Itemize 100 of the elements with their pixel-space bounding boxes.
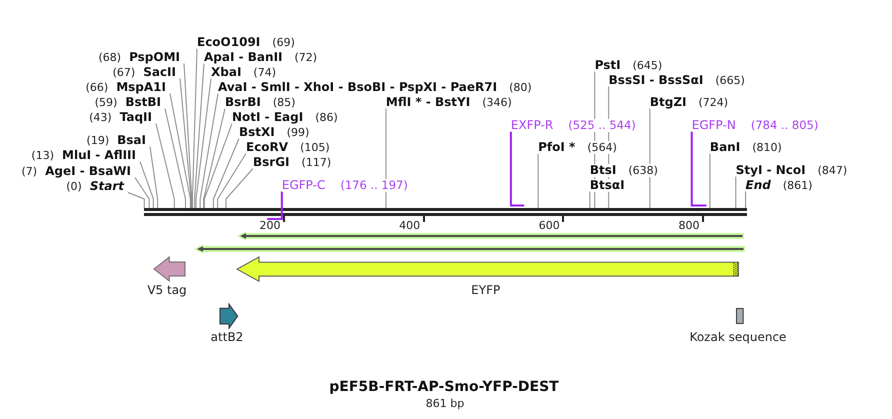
leader-line: [134, 177, 150, 208]
enzyme-name: BssSI - BssSαI: [608, 74, 704, 86]
site-position: (117): [302, 156, 332, 168]
leader-line: [649, 108, 650, 208]
enzyme-name: AvaI - SmlI - XhoI - BsoBI - PspXI - PaeR7I: [218, 80, 498, 94]
enzyme-name: BtgZI: [650, 96, 686, 108]
site-position: (69): [272, 36, 295, 48]
primer-name: EGFP-C: [282, 178, 326, 192]
primer-range: (176 .. 197): [340, 178, 408, 192]
feature-label: attB2: [210, 330, 244, 344]
primer-bracket: [690, 132, 706, 206]
ruler-label: 400: [399, 220, 420, 232]
ruler-label: 800: [678, 220, 700, 232]
map-title: pEF5B-FRT-AP-Smo-YFP-DEST: [329, 379, 559, 396]
enzyme-name: ApaI - BanII: [204, 50, 282, 64]
leader-line: [745, 191, 746, 208]
enzyme-name: TaqII: [120, 110, 152, 124]
feature-label: Kozak sequence: [690, 330, 786, 344]
ruler-label: 600: [538, 220, 560, 232]
site-position: (59): [94, 96, 118, 108]
enzyme-name: BtsαI: [590, 178, 625, 192]
leader-line: [200, 93, 218, 208]
enzyme-name: EcoO109I: [197, 36, 260, 48]
site-position: (19): [86, 134, 110, 146]
leader-line: [735, 176, 736, 208]
enzyme-name: BsrGI: [253, 156, 290, 168]
leader-line: [194, 63, 204, 208]
site-position: (564): [587, 140, 617, 154]
enzyme-name: StyI - NcoI: [736, 164, 806, 176]
sequence-length: 861 bp: [426, 397, 464, 410]
enzyme-name: MflI * - BstYI: [386, 96, 470, 108]
enzyme-name: BsrBI: [225, 96, 261, 108]
site-position: (0): [66, 180, 82, 192]
enzyme-name: PstI: [594, 58, 621, 72]
primer-bracket: [267, 192, 283, 220]
leader-line: [203, 108, 226, 208]
sequence-backbone: [144, 208, 747, 216]
site-position: (68): [98, 50, 122, 64]
leader-line: [195, 78, 212, 208]
leader-line: [170, 93, 191, 208]
feature-block: [736, 308, 744, 324]
leader-line: [538, 153, 539, 208]
site-position: (66): [86, 80, 108, 94]
site-position: (43): [89, 110, 112, 124]
site-position: (638): [628, 164, 658, 176]
primer-range: (525 .. 544): [568, 118, 636, 132]
leader-line: [709, 153, 710, 208]
terminus-label: End: [746, 178, 771, 192]
primer-name: EGFP-N: [692, 118, 736, 132]
leader-line: [184, 63, 192, 208]
feature-label: EYFP: [471, 283, 500, 297]
site-position: (665): [715, 74, 745, 86]
enzyme-name: MluI - AflIII: [62, 148, 136, 162]
site-position: (99): [286, 126, 310, 138]
site-position: (861): [782, 178, 812, 192]
feature-arrow: [237, 256, 739, 281]
primer-name: EXFP-R: [510, 118, 554, 132]
site-position: (86): [315, 110, 338, 124]
feature-label: V5 tag: [147, 283, 187, 297]
leader-line: [226, 168, 254, 208]
leader-line: [589, 191, 590, 208]
leader-line: [217, 153, 246, 208]
terminus-label: Start: [90, 180, 124, 192]
leader-line: [204, 123, 232, 208]
site-position: (67): [112, 66, 136, 78]
site-position: (810): [752, 140, 782, 154]
ruler-label: 200: [259, 220, 280, 232]
leader-line: [385, 108, 386, 208]
leader-line: [128, 192, 145, 208]
enzyme-name: BtsI: [590, 164, 616, 176]
site-position: (72): [294, 50, 318, 64]
enzyme-name: BsaI: [117, 134, 146, 146]
enzyme-name: XbaI: [211, 66, 242, 78]
enzyme-name: AgeI - BsaWI: [45, 164, 131, 178]
site-position: (13): [31, 148, 54, 162]
site-position: (346): [482, 96, 512, 108]
enzyme-name: SacII: [143, 66, 176, 78]
site-position: (85): [272, 96, 296, 108]
site-position: (645): [632, 58, 662, 72]
leader-line: [180, 78, 192, 208]
site-position: (724): [698, 96, 728, 108]
enzyme-name: MspA1I: [116, 80, 166, 94]
leader-line: [140, 161, 154, 208]
enzyme-name: PfoI *: [538, 140, 576, 154]
leader-line: [150, 146, 158, 208]
leader-line: [156, 123, 175, 208]
enzyme-name: BanI: [710, 140, 740, 154]
leader-line: [164, 108, 186, 208]
enzyme-name: BstBI: [125, 96, 161, 108]
feature-arrow: [154, 256, 185, 281]
site-position: (105): [300, 140, 330, 154]
enzyme-name: BstXI: [239, 126, 275, 138]
site-position: (847): [818, 164, 848, 176]
enzyme-name: NotI - EagI: [232, 110, 304, 124]
site-position: (80): [509, 80, 532, 94]
site-position: (7): [22, 164, 38, 178]
site-position: (74): [253, 66, 276, 78]
feature-arrow: [220, 304, 238, 328]
primer-range: (784 .. 805): [750, 118, 818, 132]
enzyme-name: PspOMI: [129, 50, 180, 64]
